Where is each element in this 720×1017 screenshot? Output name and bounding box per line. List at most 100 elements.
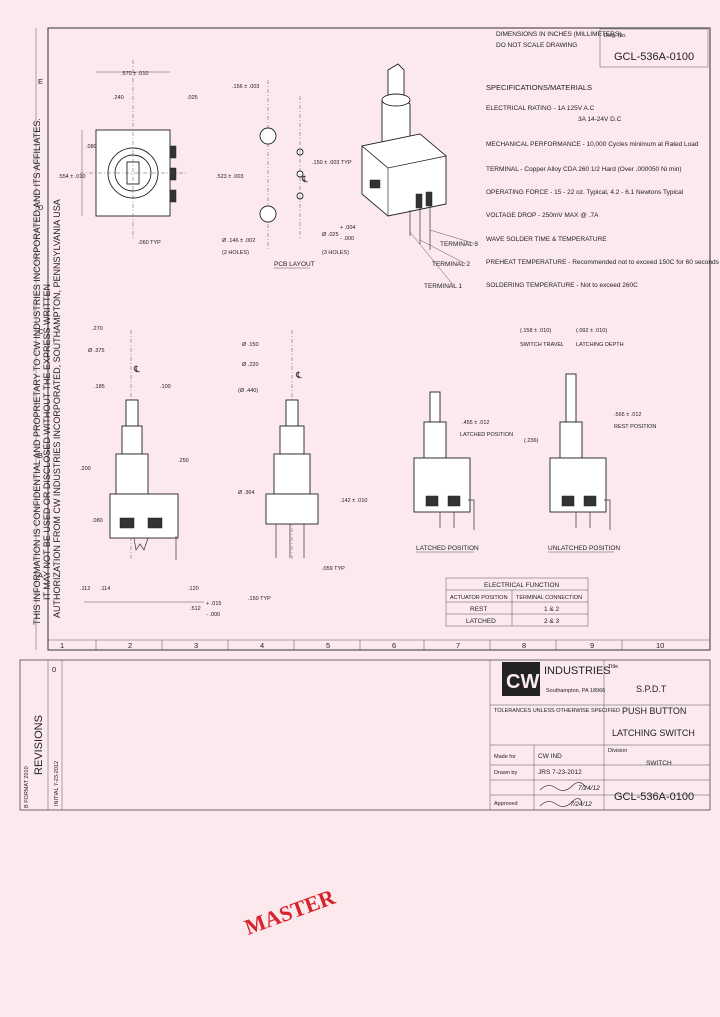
dim-label: Ø .375 [88, 348, 105, 354]
latched-view: .455 ± .012 LATCHED POSITION (.236) LATC… [413, 391, 539, 553]
dim-label: SWITCH TRAVEL [520, 342, 564, 348]
dim-label: Ø .150 [242, 342, 259, 348]
dim-label: + .004 [340, 225, 355, 231]
zone-numbers: 1 2 3 4 5 6 7 8 9 10 [60, 641, 664, 650]
dim-label: .059 TYP [322, 566, 345, 572]
side-view-middle: Ø .150 Ø .220 (Ø .440) Ø .364 .142 ± .01… [238, 330, 367, 602]
zone-number: 6 [392, 641, 396, 650]
confidentiality-line: IT MAY NOT BE USED OR DISCLOSED WITHOUT … [42, 284, 52, 600]
revisions-title: REVISIONS [33, 715, 45, 775]
electrical-function-table: ELECTRICAL FUNCTION ACTUATOR POSITION TE… [445, 577, 589, 627]
division-value: SWITCH [646, 760, 672, 767]
view-caption: UNLATCHED POSITION [548, 545, 620, 552]
made-for-label: Made for [494, 754, 516, 760]
company-location: Southampton, PA 18966 [546, 688, 605, 694]
master-stamp-text: MASTER [241, 884, 339, 940]
cw-logo [502, 662, 540, 696]
table-cell: 2 & 3 [544, 618, 560, 625]
zone-number: 9 [590, 641, 594, 650]
drawn-by-label: Drawn by [494, 770, 517, 776]
title-line: PUSH BUTTON [622, 706, 686, 716]
dim-label: Ø .364 [238, 490, 255, 496]
zone-letter: D [38, 203, 44, 212]
dim-label: (.158 ± .010) [520, 328, 551, 334]
zone-letter: C [38, 327, 44, 336]
dwg-number-bottom: GCL-536A-0100 [614, 791, 694, 803]
dim-label: - .000 [206, 612, 220, 618]
dim-label: (3 HOLES) [322, 250, 349, 256]
pcb-layout-label: PCB LAYOUT [274, 261, 315, 268]
company-name: INDUSTRIES [544, 665, 611, 677]
dimension-note-box: DIMENSIONS IN INCHES (MILLIMETERS) DO NO… [496, 28, 709, 68]
dwg-number-top: GCL-536A-0100 [614, 51, 694, 63]
dim-label: .570 ± .010 [121, 71, 148, 77]
dim-label: .150 TYP [248, 596, 271, 602]
dim-label: (.092 ± .010) [576, 328, 607, 334]
title-label: Title [608, 664, 618, 670]
svg-text:CW: CW [506, 671, 539, 693]
view-caption: LATCHED POSITION [416, 545, 479, 552]
spec-item: WAVE SOLDER TIME & TEMPERATURE [486, 236, 607, 243]
scale-note: DO NOT SCALE DRAWING [496, 42, 577, 49]
zone-number: 3 [194, 641, 198, 650]
signature [539, 798, 583, 807]
terminal-label: TERMINAL 2 [432, 261, 470, 268]
centerline-symbol: ℄ [301, 174, 308, 184]
company-logo: CW [502, 662, 540, 696]
dim-label: .250 [178, 458, 189, 464]
title-line: S.P.D.T [636, 684, 667, 694]
dim-label: (2 HOLES) [222, 250, 249, 256]
dim-label: .455 ± .012 [462, 420, 489, 426]
table-title: ELECTRICAL FUNCTION [484, 582, 560, 589]
format-note: B FORMAT 2010 [24, 766, 30, 808]
terminal-label: TERMINAL 3 [440, 241, 478, 248]
dim-label: .114 [100, 586, 110, 592]
dim-label: .080 [92, 518, 103, 524]
zone-letter: A [38, 571, 43, 580]
zone-number: 10 [656, 641, 664, 650]
spec-item: ELECTRICAL RATING - 1A 125V A.C [486, 105, 595, 112]
dim-label: - .000 [340, 236, 354, 242]
isometric-view: TERMINAL 3 TERMINAL 2 TERMINAL 1 [361, 63, 478, 290]
spec-item: TERMINAL - Copper Alloy CDA 260 1/2 Hard… [486, 166, 682, 173]
dim-label: + .015 [206, 601, 221, 607]
table-cell: 1 & 2 [544, 606, 560, 613]
dim-label: LATCHING DEPTH [576, 342, 624, 348]
spec-item: OPERATING FORCE - 15 - 22 oz. Typical, 4… [486, 189, 684, 196]
unlatched-view: (.158 ± .010) (.092 ± .010) SWITCH TRAVE… [520, 328, 656, 553]
dim-label: .554 ± .010 [58, 174, 85, 180]
dim-label: .060 TYP [138, 240, 161, 246]
confidentiality-line: AUTHORIZATION FROM CW INDUSTRIES INCORPO… [52, 199, 62, 618]
tolerance-note: TOLERANCES UNLESS OTHERWISE SPECIFIED [494, 708, 620, 714]
dim-label: .112 [80, 586, 90, 592]
table-header: ACTUATOR POSITION [450, 595, 508, 601]
zone-number: 7 [456, 641, 460, 650]
spec-heading: SPECIFICATIONS/MATERIALS [486, 83, 592, 92]
zone-letters: E D C B A [38, 77, 44, 580]
approved-label: Approved [494, 801, 518, 807]
signature [539, 782, 587, 791]
spec-item: 3A 14-24V D.C [578, 116, 622, 123]
dim-label: .120 [188, 586, 199, 592]
dim-label: LATCHED POSITION [460, 432, 513, 438]
dim-label: (Ø .440) [238, 388, 258, 394]
dim-label: REST POSITION [614, 424, 656, 430]
dim-label: .156 ± .003 [232, 84, 259, 90]
zone-number: 8 [522, 641, 526, 650]
dim-label: .025 [187, 95, 198, 101]
spec-item: MECHANICAL PERFORMANCE - 10,000 Cycles m… [486, 141, 699, 148]
zone-number: 5 [326, 641, 330, 650]
title-line: LATCHING SWITCH [612, 728, 695, 738]
top-view: .570 ± .010 .240 .025 .080 .554 ± .010 .… [58, 60, 198, 246]
dim-label: .100 [160, 384, 171, 390]
revisions-block: REVISIONS B FORMAT 2010 0 INITIAL 7-23-2… [24, 665, 60, 808]
revision-number: 0 [52, 665, 56, 674]
dim-label: Ø .025 [322, 232, 339, 238]
table-header: TERMINAL CONNECTION [516, 595, 582, 601]
handwritten-date: 7/24/12 [578, 785, 600, 792]
dim-label: Ø .220 [242, 362, 259, 368]
dim-label: .240 [113, 95, 124, 101]
revision-note: INITIAL 7-23-2012 [54, 761, 60, 806]
dim-label: .523 ± .003 [216, 174, 243, 180]
